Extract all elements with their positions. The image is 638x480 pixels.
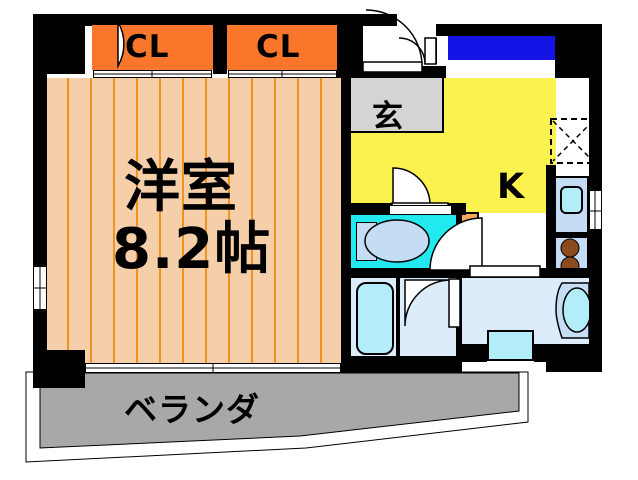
entrance-door-arc [117, 19, 125, 69]
kitchen-label: K [497, 167, 526, 207]
wall-washroom-left-notch [461, 344, 487, 362]
wall-right-exterior-upper [589, 24, 602, 190]
bath-door-arc [404, 279, 452, 327]
balcony-floor [39, 372, 520, 449]
room-kitchen-door-arc [392, 167, 431, 206]
wall-entrance-left [351, 14, 363, 70]
main-room-floor [45, 78, 341, 373]
entrance-floor [351, 78, 444, 133]
toilet-bowl [364, 219, 430, 263]
wall-kitchen-right-partition [546, 165, 556, 278]
wall-washroom-bottom-right [534, 344, 590, 362]
wall-closet-right-end [337, 14, 351, 78]
entrance-door-panel [362, 61, 423, 73]
wall-bottom-left-block [33, 350, 85, 388]
wall-left-upper [33, 74, 47, 266]
closet-left-label: CL [125, 29, 170, 65]
kitchen-washroom-door-panel [469, 265, 541, 278]
closet-right-label: CL [256, 29, 301, 65]
wall-sink-stove-divider [553, 232, 589, 238]
entrance-door-swing [365, 9, 423, 67]
closet-left [92, 25, 213, 70]
wall-bathtub-divider [396, 277, 400, 357]
washer-cross-b [552, 120, 594, 162]
hall-cabinet [487, 330, 534, 361]
main-room-label: 洋室 [124, 155, 238, 220]
main-room-size-label: 8.2帖 [112, 217, 272, 282]
entrance-closet-panel [424, 37, 437, 65]
wall-room-right [341, 78, 351, 363]
kitchen-sink [560, 186, 583, 214]
bathtub [356, 282, 394, 355]
balcony-label: ベランダ [124, 390, 260, 429]
bath-door-panel [448, 278, 461, 328]
closet-right [227, 25, 337, 70]
wall-right-exterior-lower [589, 230, 602, 372]
wall-left-lower [33, 310, 47, 350]
entrance-label: 玄 [372, 99, 404, 135]
wall-bath-bottom [351, 356, 462, 372]
toilet-door [389, 205, 452, 215]
wall-between-closets [213, 14, 227, 74]
kitchen-washroom-door-arc [429, 217, 483, 271]
